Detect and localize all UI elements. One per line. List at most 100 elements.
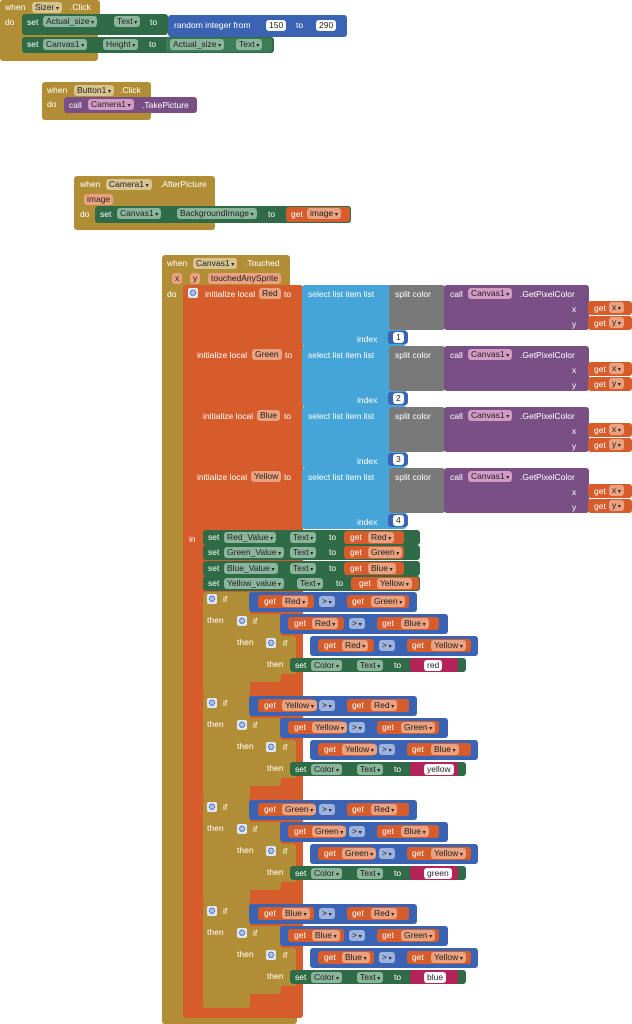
- mutator-gear-icon[interactable]: ⚙: [207, 698, 217, 708]
- variable-dropdown[interactable]: Blue: [368, 563, 396, 574]
- variable-dropdown[interactable]: Yellow: [377, 578, 412, 589]
- random-integer-block[interactable]: [168, 15, 347, 37]
- variable-dropdown[interactable]: Green: [401, 722, 436, 733]
- variable-dropdown[interactable]: image: [307, 208, 341, 219]
- component-dropdown[interactable]: Color: [311, 764, 342, 775]
- parameter-y[interactable]: y: [190, 273, 201, 284]
- mutator-gear-icon[interactable]: ⚙: [266, 638, 276, 648]
- variable-dropdown[interactable]: Red: [368, 532, 395, 543]
- variable-dropdown[interactable]: y: [609, 500, 624, 511]
- operator-dropdown[interactable]: >: [349, 618, 365, 629]
- variable-dropdown[interactable]: Blue: [401, 826, 429, 837]
- text-value[interactable]: green: [424, 868, 452, 879]
- parameter-x[interactable]: x: [172, 273, 183, 284]
- component-dropdown[interactable]: Canvas1: [468, 471, 513, 482]
- index-number[interactable]: 2: [393, 393, 404, 404]
- mutator-gear-icon[interactable]: ⚙: [237, 824, 247, 834]
- variable-dropdown[interactable]: Yellow: [431, 952, 466, 963]
- mutator-gear-icon[interactable]: ⚙: [188, 288, 198, 298]
- variable-dropdown[interactable]: Yellow: [282, 700, 317, 711]
- local-variable-name[interactable]: Blue: [257, 410, 281, 421]
- operator-dropdown[interactable]: >: [349, 826, 365, 837]
- property-dropdown[interactable]: Height: [103, 39, 139, 50]
- component-dropdown[interactable]: Green_Value: [224, 547, 285, 558]
- component-dropdown[interactable]: Canvas1: [468, 410, 513, 421]
- operator-dropdown[interactable]: >: [379, 640, 395, 651]
- variable-dropdown[interactable]: Blue: [282, 908, 310, 919]
- variable-dropdown[interactable]: Green: [342, 848, 377, 859]
- variable-dropdown[interactable]: Red: [371, 908, 398, 919]
- variable-dropdown[interactable]: x: [609, 424, 624, 435]
- property-dropdown[interactable]: Text: [290, 547, 317, 558]
- variable-dropdown[interactable]: Yellow: [312, 722, 347, 733]
- variable-dropdown[interactable]: Yellow: [431, 848, 466, 859]
- variable-dropdown[interactable]: Red: [282, 596, 309, 607]
- component-dropdown[interactable]: Color: [311, 972, 342, 983]
- component-dropdown[interactable]: Canvas1: [117, 208, 162, 219]
- index-number[interactable]: 1: [393, 332, 404, 343]
- property-dropdown[interactable]: Text: [357, 764, 384, 775]
- variable-dropdown[interactable]: Green: [401, 930, 436, 941]
- component-dropdown[interactable]: Sizer: [32, 2, 63, 13]
- property-dropdown[interactable]: Text: [357, 972, 384, 983]
- component-dropdown[interactable]: Yellow_value: [224, 578, 284, 589]
- split-color-block[interactable]: [389, 346, 445, 391]
- mutator-gear-icon[interactable]: ⚙: [266, 742, 276, 752]
- operator-dropdown[interactable]: >: [319, 804, 335, 815]
- property-dropdown[interactable]: Text: [357, 868, 384, 879]
- mutator-gear-icon[interactable]: ⚙: [237, 720, 247, 730]
- variable-dropdown[interactable]: y: [609, 439, 624, 450]
- mutator-gear-icon[interactable]: ⚙: [237, 616, 247, 626]
- parameter-touchedanysprite[interactable]: touchedAnySprite: [208, 273, 282, 284]
- variable-dropdown[interactable]: Blue: [401, 618, 429, 629]
- operator-dropdown[interactable]: >: [349, 930, 365, 941]
- variable-dropdown[interactable]: Green: [371, 596, 406, 607]
- component-dropdown[interactable]: Camera1: [106, 179, 152, 190]
- property-dropdown[interactable]: Text: [114, 16, 141, 27]
- variable-dropdown[interactable]: Red: [371, 700, 398, 711]
- component-dropdown[interactable]: Actual_size: [43, 16, 98, 27]
- operator-dropdown[interactable]: >: [379, 848, 395, 859]
- local-variable-name[interactable]: Green: [252, 349, 282, 360]
- variable-dropdown[interactable]: y: [609, 317, 624, 328]
- mutator-gear-icon[interactable]: ⚙: [207, 802, 217, 812]
- variable-dropdown[interactable]: Yellow: [342, 744, 377, 755]
- text-value[interactable]: blue: [424, 972, 447, 983]
- property-dropdown[interactable]: Text: [290, 563, 317, 574]
- component-dropdown[interactable]: Blue_Value: [224, 563, 278, 574]
- operator-dropdown[interactable]: >: [319, 908, 335, 919]
- variable-dropdown[interactable]: Blue: [431, 744, 459, 755]
- operator-dropdown[interactable]: >: [349, 722, 365, 733]
- variable-dropdown[interactable]: x: [609, 363, 624, 374]
- component-dropdown[interactable]: Camera1: [88, 99, 134, 110]
- variable-dropdown[interactable]: Yellow: [431, 640, 466, 651]
- variable-dropdown[interactable]: Green: [282, 804, 317, 815]
- operator-dropdown[interactable]: >: [319, 700, 335, 711]
- mutator-gear-icon[interactable]: ⚙: [207, 594, 217, 604]
- index-number[interactable]: 4: [393, 515, 404, 526]
- variable-dropdown[interactable]: Red: [371, 804, 398, 815]
- property-dropdown[interactable]: Text: [290, 532, 317, 543]
- variable-dropdown[interactable]: Blue: [342, 952, 370, 963]
- split-color-block[interactable]: [389, 407, 445, 452]
- component-dropdown[interactable]: Color: [311, 660, 342, 671]
- property-dropdown[interactable]: BackgroundImage: [177, 208, 257, 219]
- operator-dropdown[interactable]: >: [379, 744, 395, 755]
- property-dropdown[interactable]: Text: [357, 660, 384, 671]
- component-dropdown[interactable]: Red_Value: [224, 532, 277, 543]
- text-value[interactable]: yellow: [424, 764, 454, 775]
- component-dropdown[interactable]: Canvas1: [468, 349, 513, 360]
- variable-dropdown[interactable]: Green: [368, 547, 403, 558]
- operator-dropdown[interactable]: >: [319, 596, 335, 607]
- text-value[interactable]: red: [424, 660, 443, 671]
- property-dropdown[interactable]: Text: [236, 39, 263, 50]
- mutator-gear-icon[interactable]: ⚙: [266, 846, 276, 856]
- component-dropdown[interactable]: Canvas1: [43, 39, 88, 50]
- index-number[interactable]: 3: [393, 454, 404, 465]
- number-field[interactable]: 150: [266, 20, 287, 31]
- variable-dropdown[interactable]: y: [609, 378, 624, 389]
- operator-dropdown[interactable]: >: [379, 952, 395, 963]
- split-color-block[interactable]: [389, 285, 445, 330]
- local-variable-name[interactable]: Yellow: [251, 471, 282, 482]
- variable-dropdown[interactable]: Blue: [312, 930, 340, 941]
